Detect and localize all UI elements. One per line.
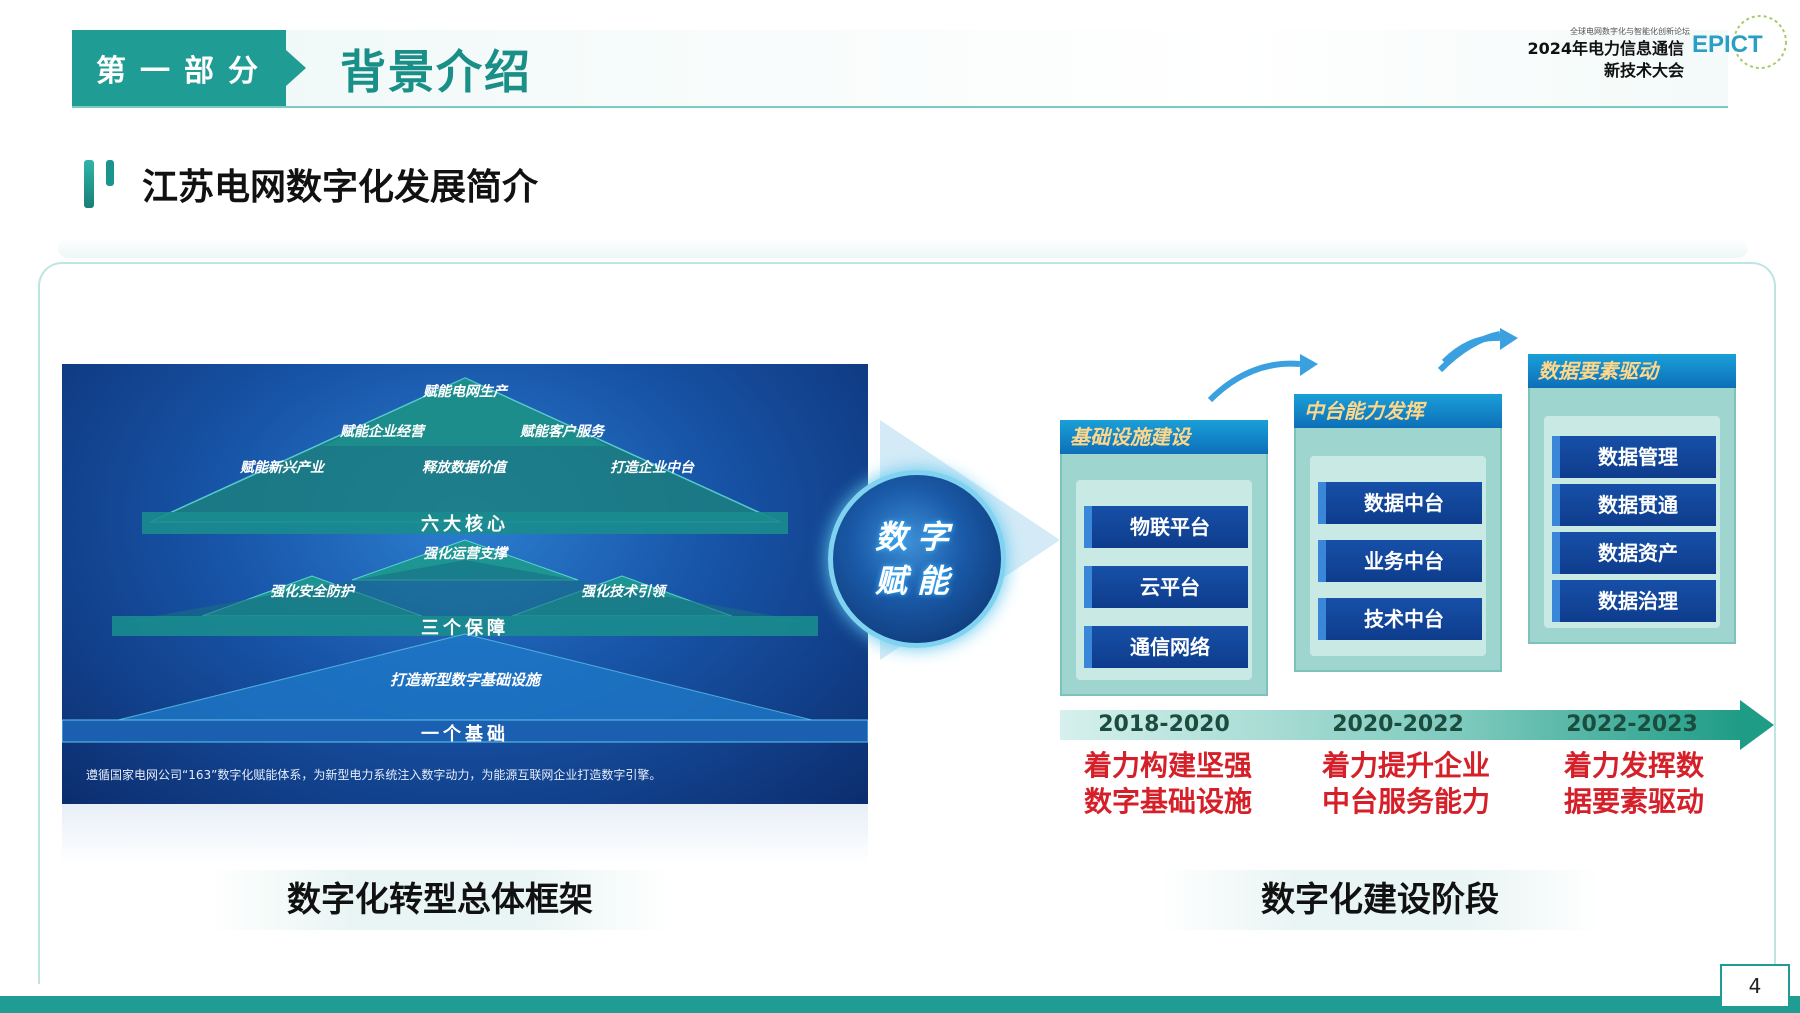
- stage-2-years: 2020-2022: [1332, 712, 1464, 737]
- section-tag: 第一部分: [72, 30, 286, 106]
- core-item-enterprise-middle: 打造企业中台: [610, 460, 694, 476]
- stage-1-goal: 着力构建坚强 数字基础设施: [1068, 748, 1268, 820]
- subtitle: 江苏电网数字化发展简介: [142, 167, 539, 208]
- frame-top-shadow: [58, 238, 1748, 258]
- epict-logo: EPICT: [1692, 15, 1787, 69]
- conference-subline: 全球电网数字化与智能化创新论坛: [1570, 27, 1690, 36]
- stage-3-item-data-governance: 数据治理: [1552, 580, 1716, 622]
- epict-logo-text: EPICT: [1692, 31, 1763, 58]
- stage-3-goal: 着力发挥数 据要素驱动: [1534, 748, 1734, 820]
- band-three-guarantees: 三个保障: [421, 618, 509, 639]
- timeline-arrow: [1740, 700, 1774, 750]
- core-item-emerging-industry: 赋能新兴产业: [240, 460, 324, 476]
- stage-1-item-iot: 物联平台: [1084, 506, 1248, 548]
- core-item-enterprise-ops: 赋能企业经营: [340, 424, 424, 440]
- stage-1-title: 基础设施建设: [1060, 420, 1268, 454]
- conference-title-line2: 新技术大会: [1603, 61, 1684, 80]
- stages-caption: 数字化建设阶段: [1160, 870, 1600, 930]
- core-item-data-value: 释放数据价值: [422, 460, 506, 476]
- framework-footnote: 遵循国家电网公司“163”数字化赋能体系，为新型电力系统注入数字动力，为能源互联…: [86, 768, 662, 782]
- conference-title-line1: 2024年电力信息通信: [1527, 39, 1684, 58]
- core-item-grid-production: 赋能电网生产: [423, 384, 507, 400]
- framework-pyramids: [62, 377, 868, 743]
- stage-1-years: 2018-2020: [1098, 712, 1230, 737]
- timeline-bar: [1060, 710, 1740, 740]
- stage-2-item-tech-middle: 技术中台: [1318, 598, 1482, 640]
- stage-2-goal-line1: 着力提升企业: [1321, 749, 1490, 782]
- band-one-foundation: 一个基础: [421, 724, 509, 745]
- framework-caption: 数字化转型总体框架: [210, 870, 670, 930]
- stage-3-item-data-management: 数据管理: [1552, 436, 1716, 478]
- band-six-cores: 六大核心: [421, 514, 509, 535]
- stage-1-goal-line2: 数字基础设施: [1083, 785, 1252, 818]
- stage-2-goal: 着力提升企业 中台服务能力: [1306, 748, 1506, 820]
- section-tag-arrow: [286, 50, 306, 86]
- footer-bar: [0, 996, 1800, 1013]
- subtitle-accent-bar: [84, 160, 94, 208]
- stage-2-goal-line2: 中台服务能力: [1321, 785, 1490, 818]
- globe-text-line2: 赋能: [874, 562, 959, 600]
- stage-3-item-data-integration: 数据贯通: [1552, 484, 1716, 526]
- stage-1-item-cloud: 云平台: [1084, 566, 1248, 608]
- stage-3-item-data-assets: 数据资产: [1552, 532, 1716, 574]
- framework-diagram: 赋能电网生产 赋能企业经营 赋能客户服务 赋能新兴产业 释放数据价值 打造企业中…: [62, 364, 868, 804]
- guarantee-operations: 强化运营支撑: [423, 546, 507, 562]
- stage-arrow-2: [1441, 328, 1518, 365]
- stage-1-goal-line1: 着力构建坚强: [1083, 749, 1252, 782]
- stage-2-item-data-middle: 数据中台: [1318, 482, 1482, 524]
- stage-2-title: 中台能力发挥: [1294, 394, 1502, 428]
- stage-3-years: 2022-2023: [1566, 712, 1698, 737]
- stage-3-title: 数据要素驱动: [1528, 354, 1736, 388]
- base-item-infrastructure: 打造新型数字基础设施: [389, 671, 540, 689]
- conference-title: 2024年电力信息通信 新技术大会: [1508, 38, 1684, 82]
- page-number: 4: [1720, 964, 1790, 1008]
- stage-2-item-business-middle: 业务中台: [1318, 540, 1482, 582]
- subtitle-accent-bar-small: [106, 160, 114, 186]
- guarantee-technology: 强化技术引领: [581, 584, 665, 600]
- stage-3-goal-line1: 着力发挥数: [1563, 749, 1704, 782]
- core-item-customer-service: 赋能客户服务: [520, 424, 604, 440]
- digital-empowerment-globe: 数字 赋能: [828, 470, 1006, 648]
- header-band: [72, 30, 1728, 108]
- framework-reflection: [62, 804, 868, 864]
- guarantee-security: 强化安全防护: [270, 584, 354, 600]
- section-title: 背景介绍: [340, 45, 532, 99]
- stage-1-item-network: 通信网络: [1084, 626, 1248, 668]
- stage-3-goal-line2: 据要素驱动: [1563, 785, 1704, 818]
- globe-text-line1: 数字: [874, 518, 959, 556]
